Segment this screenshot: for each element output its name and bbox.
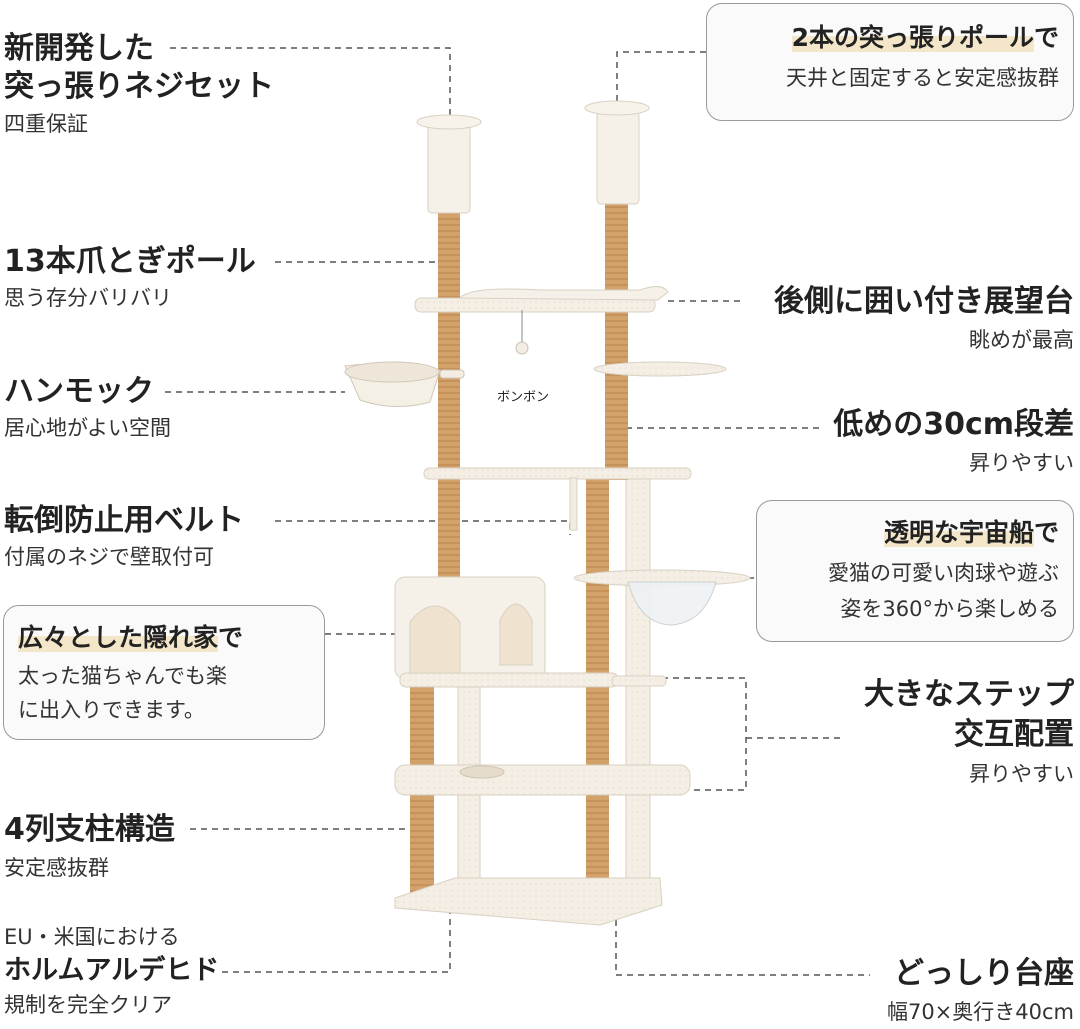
feature-capsule-line-2: 姿を360°から楽しめる: [840, 597, 1059, 621]
feature-bigstep-sub: 昇りやすい: [969, 762, 1074, 786]
feature-lookout-title: 後側に囲い付き展望台: [774, 284, 1074, 319]
pompom-label: ボンボン: [497, 390, 550, 405]
feature-capsule-line-1: 愛猫の可愛い肉球や遊ぶ: [828, 561, 1059, 585]
feature-bigstep: 大きなステップ 交互配置 昇りやすい: [864, 676, 1074, 787]
hanging-toy: [569, 477, 578, 531]
feature-screw: 新開発した 突っ張りネジセット 四重保証: [4, 30, 274, 137]
feature-lookout-sub: 眺めが最高: [969, 327, 1074, 352]
feature-tension-title: 2本の突っ張りポール: [791, 23, 1034, 52]
lookout-platform: [414, 286, 669, 313]
ceiling-cap-left: [416, 114, 482, 214]
feature-base: どっしり台座 幅70×奥行き40cm: [887, 955, 1074, 1025]
middle-platform: [423, 467, 692, 480]
feature-eu: EU・米国における ホルムアルデヒド 規制を完全クリア: [4, 924, 219, 1018]
sisal-pole-right-upper: [605, 200, 628, 480]
round-step: [593, 361, 727, 377]
hammock: [344, 361, 465, 408]
feature-pole-title: 13本爪とぎポール: [4, 244, 256, 279]
space-capsule: [573, 569, 751, 626]
pompom-toy: [515, 341, 529, 355]
feature-house-title: 広々とした隠れ家: [18, 623, 219, 652]
feature-pillar-title: 4列支柱構造: [4, 812, 175, 847]
feature-screw-title-1: 新開発した: [4, 31, 154, 66]
feature-pillar: 4列支柱構造 安定感抜群: [4, 811, 175, 881]
feature-tension-sub: 天井と固定すると安定感抜群: [786, 66, 1059, 90]
feature-belt-title: 転倒防止用ベルト: [4, 503, 244, 538]
feature-house-title-suffix: で: [218, 623, 244, 652]
connector-lines: [165, 47, 870, 976]
feature-capsule-bubble: 透明な宇宙船で 愛猫の可愛い肉球や遊ぶ 姿を360°から楽しめる: [756, 500, 1074, 642]
feature-screw-sub: 四重保証: [4, 112, 88, 136]
base-platform: [394, 877, 663, 926]
feature-pole-sub: 思う存分バリバリ: [4, 285, 172, 310]
feature-base-sub: 幅70×奥行き40cm: [886, 999, 1074, 1024]
feature-step: 低めの30cm段差 昇りやすい: [833, 406, 1074, 476]
feature-step-sub: 昇りやすい: [969, 450, 1074, 475]
ceiling-cap-right: [584, 100, 650, 205]
feature-eu-title: ホルムアルデヒド: [4, 955, 220, 987]
feature-hammock-title: ハンモック: [4, 374, 154, 409]
feature-eu-line-1: EU・米国における: [4, 925, 180, 949]
sisal-pole-left-upper: [438, 210, 460, 580]
cat-condo: [394, 576, 619, 688]
feature-house-line-2: に出入りできます。: [18, 698, 205, 722]
feature-base-title: どっしり台座: [894, 956, 1074, 991]
feature-belt-sub: 付属のネジで壁取付可: [4, 544, 214, 569]
feature-house-line-1: 太った猫ちゃんでも楽: [18, 664, 227, 688]
feature-pillar-sub: 安定感抜群: [4, 855, 109, 880]
feature-bigstep-title-1: 大きなステップ: [864, 677, 1074, 712]
feature-bigstep-title-2: 交互配置: [954, 716, 1074, 752]
sisal-pole-right-lower: [586, 478, 609, 913]
feature-capsule-title-suffix: で: [1033, 518, 1059, 547]
feature-tension-title-suffix: で: [1033, 23, 1059, 52]
feature-eu-line-3: 規制を完全クリア: [4, 993, 172, 1017]
feature-tension-bubble: 2本の突っ張りポールで 天井と固定すると安定感抜群: [706, 3, 1074, 121]
lower-platform: [394, 764, 691, 796]
feature-hammock-sub: 居心地がよい空間: [4, 415, 171, 440]
feature-pole: 13本爪とぎポール 思う存分バリバリ: [4, 243, 256, 311]
feature-lookout: 後側に囲い付き展望台 眺めが最高: [774, 283, 1074, 353]
feature-screw-title-2: 突っ張りネジセット: [4, 68, 274, 104]
feature-house-bubble: 広々とした隠れ家で 太った猫ちゃんでも楽 に出入りできます。: [3, 605, 325, 740]
feature-step-title: 低めの30cm段差: [833, 407, 1074, 442]
plush-pole-back-right: [625, 477, 651, 899]
feature-hammock: ハンモック 居心地がよい空間: [4, 373, 171, 441]
feature-belt: 転倒防止用ベルト 付属のネジで壁取付可: [4, 502, 244, 570]
small-ledge: [611, 675, 667, 687]
feature-capsule-title: 透明な宇宙船: [883, 518, 1034, 547]
